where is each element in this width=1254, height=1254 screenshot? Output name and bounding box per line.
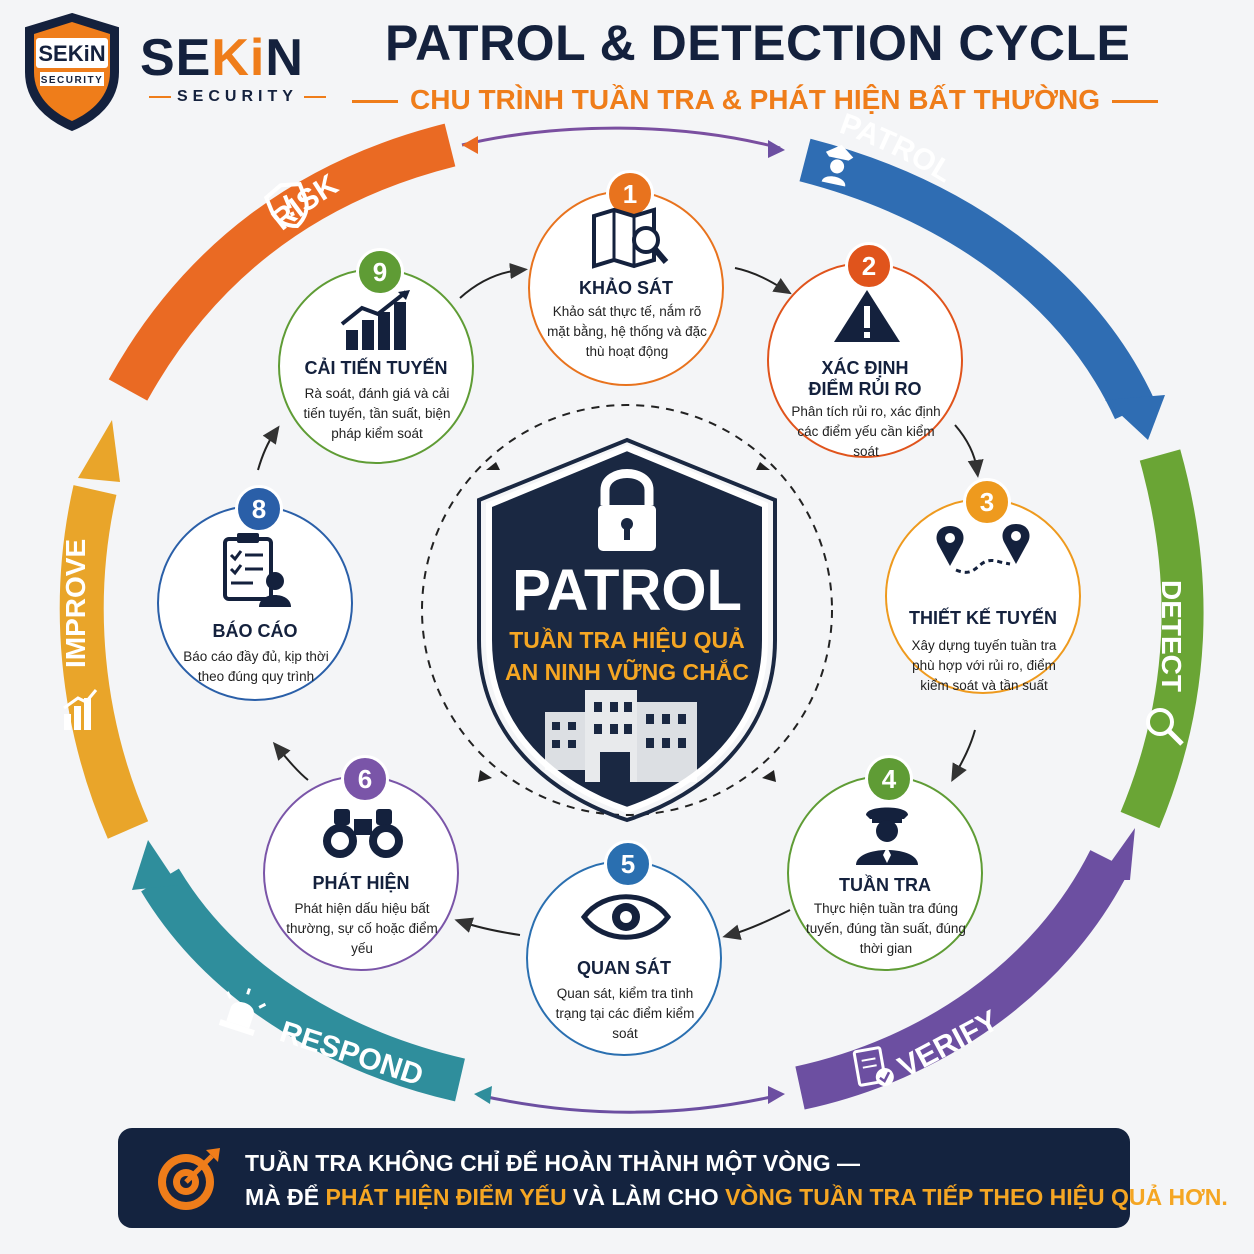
- logo-bottom-text: SECURITY: [41, 75, 104, 86]
- step-description: Phát hiện dấu hiệu bất thường, sự cố hoặ…: [286, 901, 438, 956]
- step-2-xac-dinh-diem-rui-ro: 2 XÁC ĐỊNH ĐIỂM RỦI RO Phân tích rủi ro,…: [767, 242, 965, 459]
- map-search-icon: [530, 206, 726, 275]
- logo-top-text: SEKiN: [38, 41, 105, 66]
- ring-segment-risk: [108, 123, 456, 401]
- ring-segment-respond: [141, 868, 465, 1102]
- binoculars-icon: [265, 805, 461, 866]
- ring-segment-patrol: [799, 138, 1155, 420]
- page-subtitle: CHU TRÌNH TUẦN TRA & PHÁT HIỆN BẤT THƯỜN…: [340, 84, 1159, 116]
- step-number: 2: [845, 242, 893, 290]
- step-flow-arrows: [257, 263, 984, 941]
- center-title: PATROL: [512, 558, 742, 623]
- step-3-thiet-ke-tuyen: 3 THIẾT KẾ TUYẾN Xây dựng tuyến tuần tra…: [885, 478, 1083, 694]
- step-number: 9: [356, 248, 404, 296]
- step-9-cai-tien-tuyen: 9 CẢI TIẾN TUYẾN Rà soát, đánh giá và cả…: [278, 248, 476, 464]
- center-shield: PATROL TUẦN TRA HIỆU QUẢ AN NINH VỮNG CH…: [477, 437, 777, 823]
- step-description: Báo cáo đầy đủ, kịp thời theo đúng quy t…: [183, 649, 329, 684]
- step-description: Khảo sát thực tế, nắm rõ mặt bằng, hệ th…: [547, 304, 707, 359]
- ring-connector-bottom: [477, 1093, 781, 1114]
- ring-arrowhead-respond: [132, 840, 178, 890]
- step-5-quan-sat: 5 QUAN SÁT Quan sát, kiểm tra tình trạng…: [526, 840, 724, 1056]
- footer-line1: TUẦN TRA KHÔNG CHỈ ĐỂ HOÀN THÀNH MỘT VÒN…: [245, 1150, 861, 1176]
- ring-arrowhead-verify: [1098, 828, 1135, 880]
- step-title: PHÁT HIỆN: [312, 873, 410, 893]
- step-number: 3: [963, 478, 1011, 526]
- step-title-line1: XÁC ĐỊNH: [821, 358, 909, 378]
- ring-segment-verify: [795, 850, 1130, 1110]
- step-description: Rà soát, đánh giá và cải tiến tuyến, tần…: [303, 386, 451, 441]
- step-title: QUAN SÁT: [577, 958, 671, 978]
- guard-icon: [789, 801, 985, 870]
- ring-connector-top: [461, 126, 781, 150]
- step-title: TUẦN TRA: [839, 875, 931, 895]
- eye-icon: [528, 892, 724, 947]
- clipboard-report-icon: [159, 531, 355, 616]
- step-title: BÁO CÁO: [212, 621, 298, 641]
- step-description: Xây dựng tuyến tuần tra phù hợp với rủi …: [911, 638, 1057, 693]
- step-title: CẢI TIẾN TUYẾN: [304, 358, 448, 378]
- step-description: Thực hiện tuần tra đúng tuyến, đúng tần …: [806, 901, 966, 956]
- step-6-phat-hien: 6 PHÁT HIỆN Phát hiện dấu hiệu bất thườn…: [263, 755, 461, 971]
- step-1-khao-sat: 1 KHẢO SÁT Khảo sát thực tế, nắm rõ mặt …: [528, 170, 726, 386]
- padlock-icon: [598, 469, 656, 551]
- brand-tagline: SECURITY: [143, 88, 332, 106]
- step-number: 8: [235, 485, 283, 533]
- footer-line2: MÀ ĐỂ PHÁT HIỆN ĐIỂM YẾU VÀ LÀM CHO VÒNG…: [245, 1184, 1228, 1210]
- step-title: KHẢO SÁT: [579, 278, 673, 298]
- step-8-bao-cao: 8 BÁO CÁO Báo cáo đầy đủ, kịp thời theo …: [157, 485, 355, 701]
- center-dashed-circle: [421, 404, 833, 816]
- brand-name: SEKiN: [140, 29, 304, 87]
- ring-segment-improve: [59, 485, 149, 839]
- step-number: 5: [604, 840, 652, 888]
- alarm-siren-icon: [218, 988, 267, 1036]
- footer-banner: [118, 1128, 1130, 1228]
- shield-alert-icon: [263, 181, 309, 229]
- step-number: 6: [341, 755, 389, 803]
- ring-arrowhead-improve: [78, 420, 120, 482]
- police-officer-icon: [821, 144, 854, 187]
- center-line1: TUẦN TRA HIỆU QUẢ: [509, 625, 745, 653]
- step-title-line2: ĐIỂM RỦI RO: [808, 379, 922, 399]
- route-pins-icon: [887, 522, 1083, 587]
- growth-bars-icon: [63, 689, 98, 730]
- step-description: Phân tích rủi ro, xác định các điểm yếu …: [791, 404, 941, 459]
- growth-chart-icon: [280, 290, 476, 357]
- center-line2: AN NINH VỮNG CHẮC: [505, 658, 749, 685]
- step-title: THIẾT KẾ TUYẾN: [908, 608, 1057, 628]
- checklist-icon: [852, 1046, 894, 1087]
- magnifier-icon: [1146, 708, 1184, 746]
- step-number: 4: [865, 755, 913, 803]
- warning-icon: [769, 288, 965, 349]
- step-4-tuan-tra: 4 TUẦN TRA Thực hiện tuần tra đúng tuyến…: [787, 755, 985, 971]
- ring-segment-detect: [1120, 449, 1204, 829]
- target-icon: [158, 1148, 220, 1210]
- page-title: PATROL & DETECTION CYCLE: [385, 15, 1131, 71]
- brand-logo-shield: SEKiN SECURITY: [25, 12, 119, 132]
- ring-label-detect: DETECT: [1156, 580, 1187, 692]
- step-description: Quan sát, kiểm tra tình trạng tại các đi…: [555, 986, 695, 1041]
- ring-label-improve: IMPROVE: [60, 539, 91, 668]
- ring-arrowhead-patrol: [1105, 395, 1165, 440]
